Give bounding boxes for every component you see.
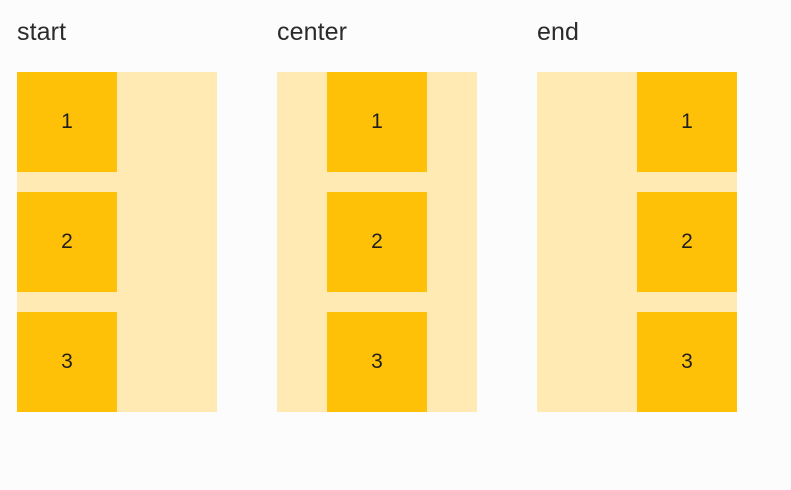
flex-item: 2: [327, 192, 427, 292]
flex-container-start: 1 2 3: [17, 72, 217, 412]
flex-container-end: 1 2 3: [537, 72, 737, 412]
flex-item: 1: [17, 72, 117, 172]
flex-container-center: 1 2 3: [277, 72, 477, 412]
flex-item: 3: [17, 312, 117, 412]
flex-item: 3: [327, 312, 427, 412]
demo-label-center: center: [277, 18, 348, 46]
flex-item: 2: [637, 192, 737, 292]
flex-item: 1: [637, 72, 737, 172]
demo-label-end: end: [537, 18, 580, 46]
demo-label-start: start: [17, 18, 67, 46]
flex-item: 1: [327, 72, 427, 172]
flex-item: 3: [637, 312, 737, 412]
flex-item: 2: [17, 192, 117, 292]
